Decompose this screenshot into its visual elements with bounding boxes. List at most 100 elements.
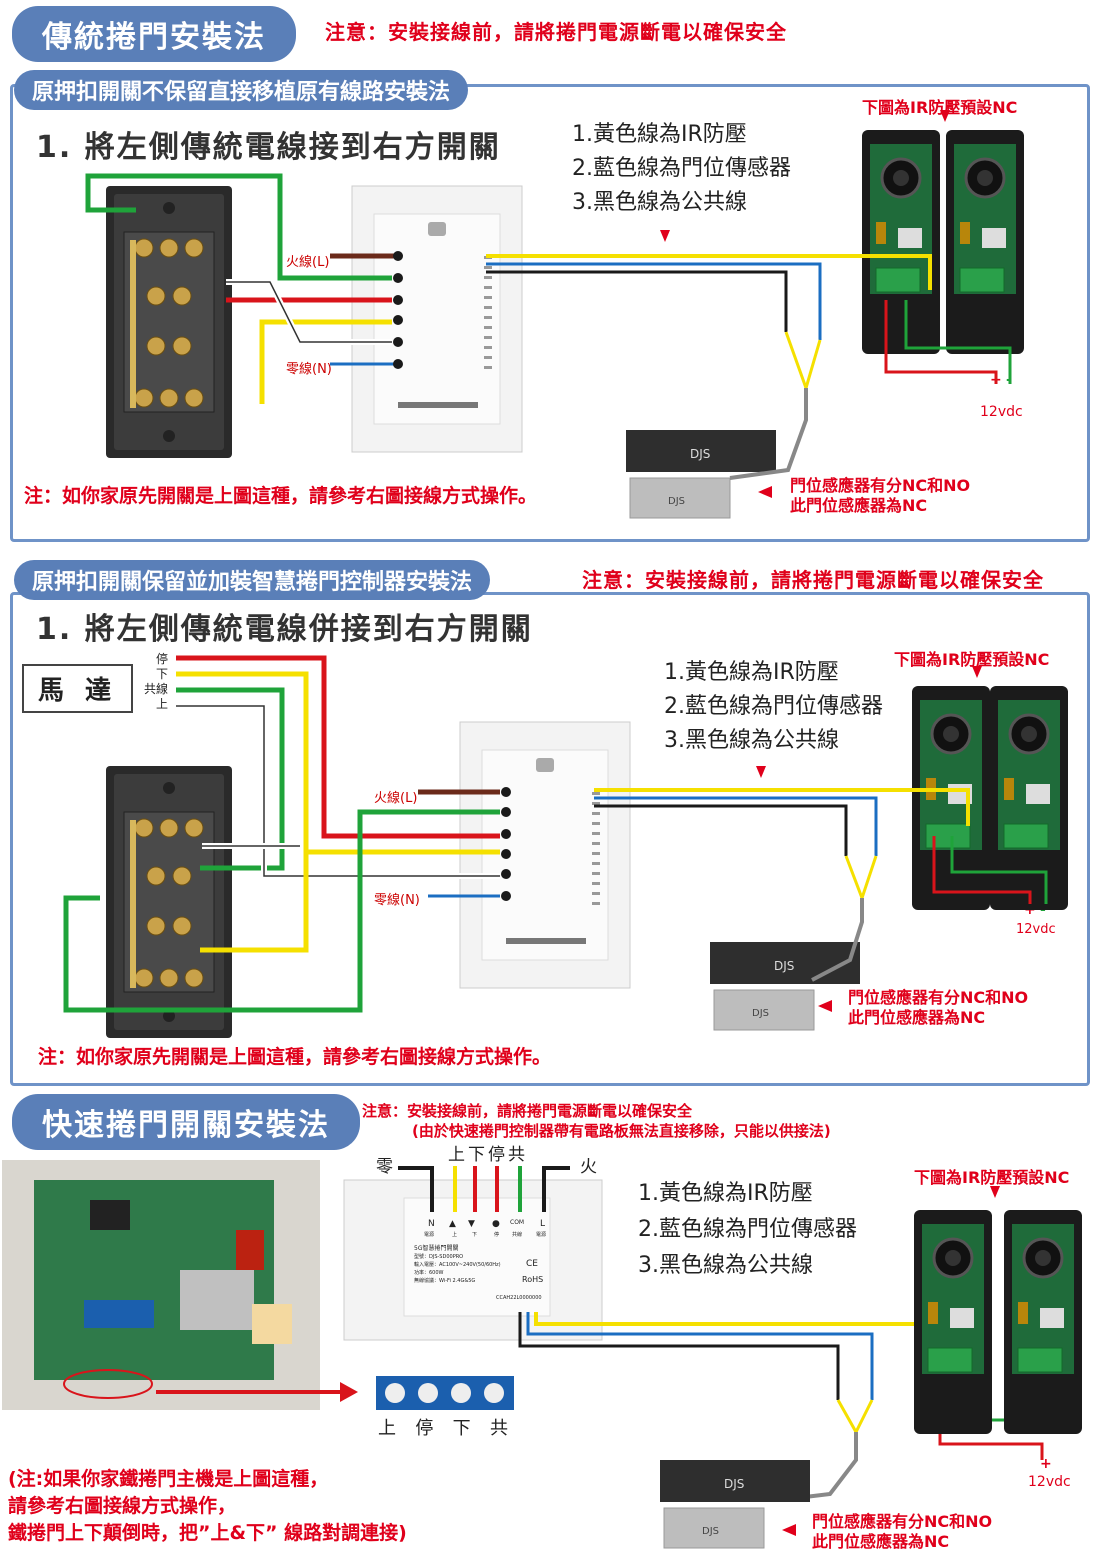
sensor-note-line: 門位感應器有分NC和NO (790, 476, 971, 495)
panel2-step: 1. 將左側傳統電線併接到右方開關 (36, 612, 533, 647)
legend-item: 1.黃色線為IR防壓 (572, 122, 747, 147)
device-info-line: 型號：DJS-SD00PRO (414, 1253, 463, 1260)
terminal-label: 公共線 (518, 808, 558, 824)
board-labels: 上 停 下 共 (378, 1414, 508, 1440)
motor-wire-label: 停 (155, 652, 168, 666)
section3-warning: 注意：安裝接線前，請將捲門電源斷電以確保安全 (362, 1102, 693, 1120)
footnote-line: (注:如果你家鐵捲門主機是上圖這種， (8, 1468, 329, 1490)
terminal-l: L (540, 1219, 545, 1229)
panel2-subtitle: 原押扣開關保留並加裝智慧捲門控制器安裝法 (14, 560, 491, 600)
sensor-note-line: 此門位感應器為NC (848, 1008, 986, 1027)
section1-title: 傳統捲門安裝法 (12, 6, 296, 62)
legend-item: 2.藍色線為門位傳感器 (572, 156, 791, 181)
panel2-plus: + (1024, 902, 1036, 918)
terminal-com: COM (510, 1219, 524, 1226)
device-code: CCAH22L0000000 (496, 1295, 542, 1301)
sensor-note-line: 此門位感應器為NC (812, 1532, 950, 1551)
panel2-sensor-note: 門位感應器有分NC和NO 此門位感應器為NC (848, 988, 1028, 1028)
panel2-power: 12vdc (1016, 922, 1056, 937)
panel2-minus: - (1040, 902, 1046, 918)
sensor-note-line: 門位感應器有分NC和NO (848, 988, 1029, 1007)
section3-warning2: (由於快速捲門控制器帶有電路板無法直接移除，只能以供接法) (412, 1122, 831, 1140)
panel2-footnote: 注：如你家原先開關是上圖這種，請參考右圖接線方式操作。 (38, 1046, 552, 1068)
rohs-mark: RoHS (522, 1275, 543, 1284)
terminal-up: ▲ (449, 1219, 456, 1229)
legend-item: 3.黑色線為公共線 (638, 1253, 813, 1278)
section3-footnote: (注:如果你家鐵捲門主機是上圖這種， 請參考右圖接線方式操作， 鐵捲門上下顛倒時… (8, 1466, 407, 1547)
terminal-label: 暫停 (412, 297, 434, 310)
panel2-live-label: 火線(L) (374, 791, 418, 806)
terminal-n: N (428, 1219, 435, 1229)
terminal-label: 下 (412, 318, 423, 332)
panel1-live-label: 火線(L) (286, 255, 330, 270)
terminal-label: AC110/220 (412, 253, 479, 267)
terminal-name: 上 (452, 1231, 457, 1238)
motor-wire-labels: 停 下 共線 上 (142, 652, 168, 712)
panel2-ir-note: 下圖為IR防壓預設NC (894, 650, 1050, 669)
device-info-line: 輸入電壓：AC100V~240V(50/60Hz) (414, 1261, 501, 1268)
panel1-minus: - (1006, 372, 1012, 388)
terminal-down: ▼ (468, 1219, 475, 1229)
section3-power: 12vdc (1028, 1474, 1071, 1490)
legend-item: 3.黑色線為公共線 (572, 190, 747, 215)
terminal-name: 電源 (424, 1231, 434, 1238)
motor-wire-label: 上 (155, 697, 168, 711)
panel1-power: 12vdc (980, 404, 1023, 420)
terminal-label: 暫停 (518, 829, 545, 844)
panel1-footnote: 注：如你家原先開關是上圖這種，請參考右圖接線方式操作。 (24, 485, 538, 507)
panel2-neutral-label: 零線(N) (374, 893, 420, 908)
terminal-label: AC110/220 (518, 789, 585, 803)
terminal-label: 上 (518, 870, 532, 885)
terminal-label: 公共線 (412, 275, 445, 289)
panel1-terminals: AC110/220 公共線 暫停 下 上 AC110/220 (412, 250, 478, 379)
section3-sensor-note: 門位感應器有分NC和NO 此門位感應器為NC (812, 1512, 992, 1552)
terminal-label: AC110/220 (412, 360, 479, 375)
legend-item: 1.黃色線為IR防壓 (664, 660, 839, 685)
section3-title: 快速捲門開關安裝法 (12, 1094, 360, 1150)
footnote-line: 請參考右圖接線方式操作， (8, 1495, 237, 1517)
terminal-name: 停 (494, 1231, 499, 1238)
panel1-plus: + (990, 372, 1002, 388)
section1-warning: 注意：安裝接線前，請將捲門電源斷電以確保安全 (325, 20, 787, 44)
panel1-step: 1. 將左側傳統電線接到右方開關 (36, 130, 501, 165)
legend-item: 1.黃色線為IR防壓 (638, 1181, 813, 1206)
terminal-name: 共線 (512, 1231, 522, 1238)
sensor-note-line: 門位感應器有分NC和NO (812, 1512, 993, 1531)
label-neutral: 零 (376, 1157, 393, 1177)
board-label: 共 (489, 1418, 508, 1439)
panel2-legend: 1.黃色線為IR防壓 2.藍色線為門位傳感器 3.黑色線為公共線 (664, 656, 883, 758)
board-label: 上 (378, 1418, 396, 1439)
panel1-neutral-label: 零線(N) (286, 362, 332, 377)
sensor-note-line: 此門位感應器為NC (790, 496, 928, 515)
panel1-ir-note: 下圖為IR防壓預設NC (862, 98, 1018, 117)
legend-item: 3.黑色線為公共線 (664, 728, 839, 753)
panel1-sensor-note: 門位感應器有分NC和NO 此門位感應器為NC (790, 476, 970, 516)
legend-item: 2.藍色線為門位傳感器 (638, 1217, 857, 1242)
board-label: 下 (452, 1418, 471, 1439)
panel1-legend: 1.黃色線為IR防壓 2.藍色線為門位傳感器 3.黑色線為公共線 (572, 118, 791, 220)
section3-plus: + (1040, 1456, 1052, 1472)
board-label: 停 (415, 1418, 434, 1439)
label-live: 火 (580, 1157, 597, 1177)
terminal-stop: ● (492, 1219, 500, 1229)
device-info-line: 5G智慧捲門開關 (414, 1244, 458, 1252)
device-info-line: 功率：600W (414, 1269, 444, 1276)
motor-wire-label: 共線 (143, 682, 168, 696)
panel2-warning: 注意：安裝接線前，請將捲門電源斷電以確保安全 (582, 568, 1044, 592)
terminal-label: 下 (518, 849, 532, 865)
section3-ir-note: 下圖為IR防壓預設NC (914, 1168, 1070, 1187)
panel1-subtitle: 原押扣開關不保留直接移植原有線路安裝法 (14, 70, 469, 110)
terminal-label: 上 (412, 340, 423, 353)
section3-legend: 1.黃色線為IR防壓 2.藍色線為門位傳感器 3.黑色線為公共線 (638, 1176, 857, 1284)
legend-item: 2.藍色線為門位傳感器 (664, 694, 883, 719)
terminal-name: 電源 (536, 1231, 546, 1238)
footnote-line: 鐵捲門上下顛倒時，把”上&下” 線路對調連接) (8, 1522, 407, 1544)
motor-box: 馬 達 (22, 664, 134, 713)
ce-mark: CE (526, 1259, 538, 1269)
motor-wire-label: 下 (155, 667, 168, 681)
device-info-line: 無線協議：Wi-Fi 2.4G&5G (414, 1277, 475, 1284)
panel2-terminals: AC110/220 公共線 暫停 下 上 AC110/220 (518, 786, 584, 909)
label-group: 上下停共 (448, 1145, 528, 1165)
terminal-label: AC110/220 (518, 891, 585, 906)
terminal-name: 下 (472, 1232, 477, 1238)
